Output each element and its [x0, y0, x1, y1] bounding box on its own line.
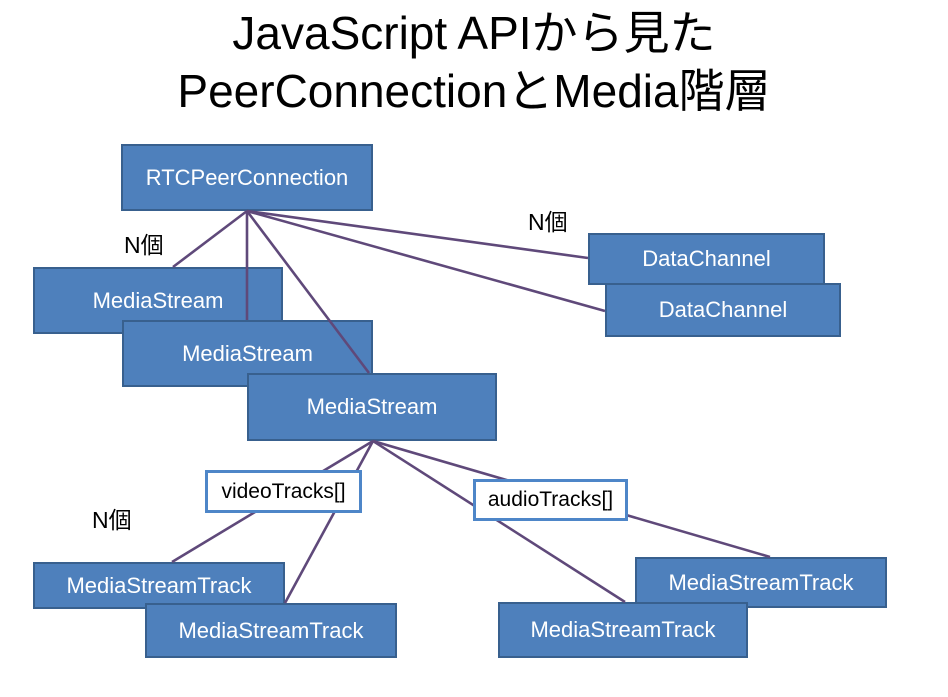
- node-datachannel-1: DataChannel: [588, 233, 825, 285]
- multiplicity-label-mediastreamtrack: N個: [92, 507, 132, 533]
- node-mediastream-3: MediaStream: [247, 373, 497, 441]
- node-mediastreamtrack-3: MediaStreamTrack: [498, 602, 748, 658]
- multiplicity-label-mediastream: N個: [124, 232, 164, 258]
- node-mediastreamtrack-4: MediaStreamTrack: [635, 557, 887, 608]
- label-audiotracks: audioTracks[]: [473, 479, 628, 521]
- node-datachannel-2: DataChannel: [605, 283, 841, 337]
- diagram-title-line-1: JavaScript APIから見た: [232, 7, 716, 59]
- label-videotracks: videoTracks[]: [205, 470, 362, 513]
- node-mediastreamtrack-1: MediaStreamTrack: [33, 562, 285, 609]
- node-mediastreamtrack-2: MediaStreamTrack: [145, 603, 397, 658]
- connector-rtc-to-mediastream-1: [172, 209, 248, 269]
- diagram-title-line-2: PeerConnectionとMedia階層: [177, 65, 771, 118]
- connector-mediastream-to-track-2: [283, 440, 375, 604]
- diagram-title: JavaScript APIから見た PeerConnectionとMedia階…: [0, 4, 948, 121]
- connector-mediastream-to-track-3: [372, 439, 626, 604]
- node-rtcpeerconnection: RTCPeerConnection: [121, 144, 373, 211]
- multiplicity-label-datachannel: N個: [528, 209, 568, 235]
